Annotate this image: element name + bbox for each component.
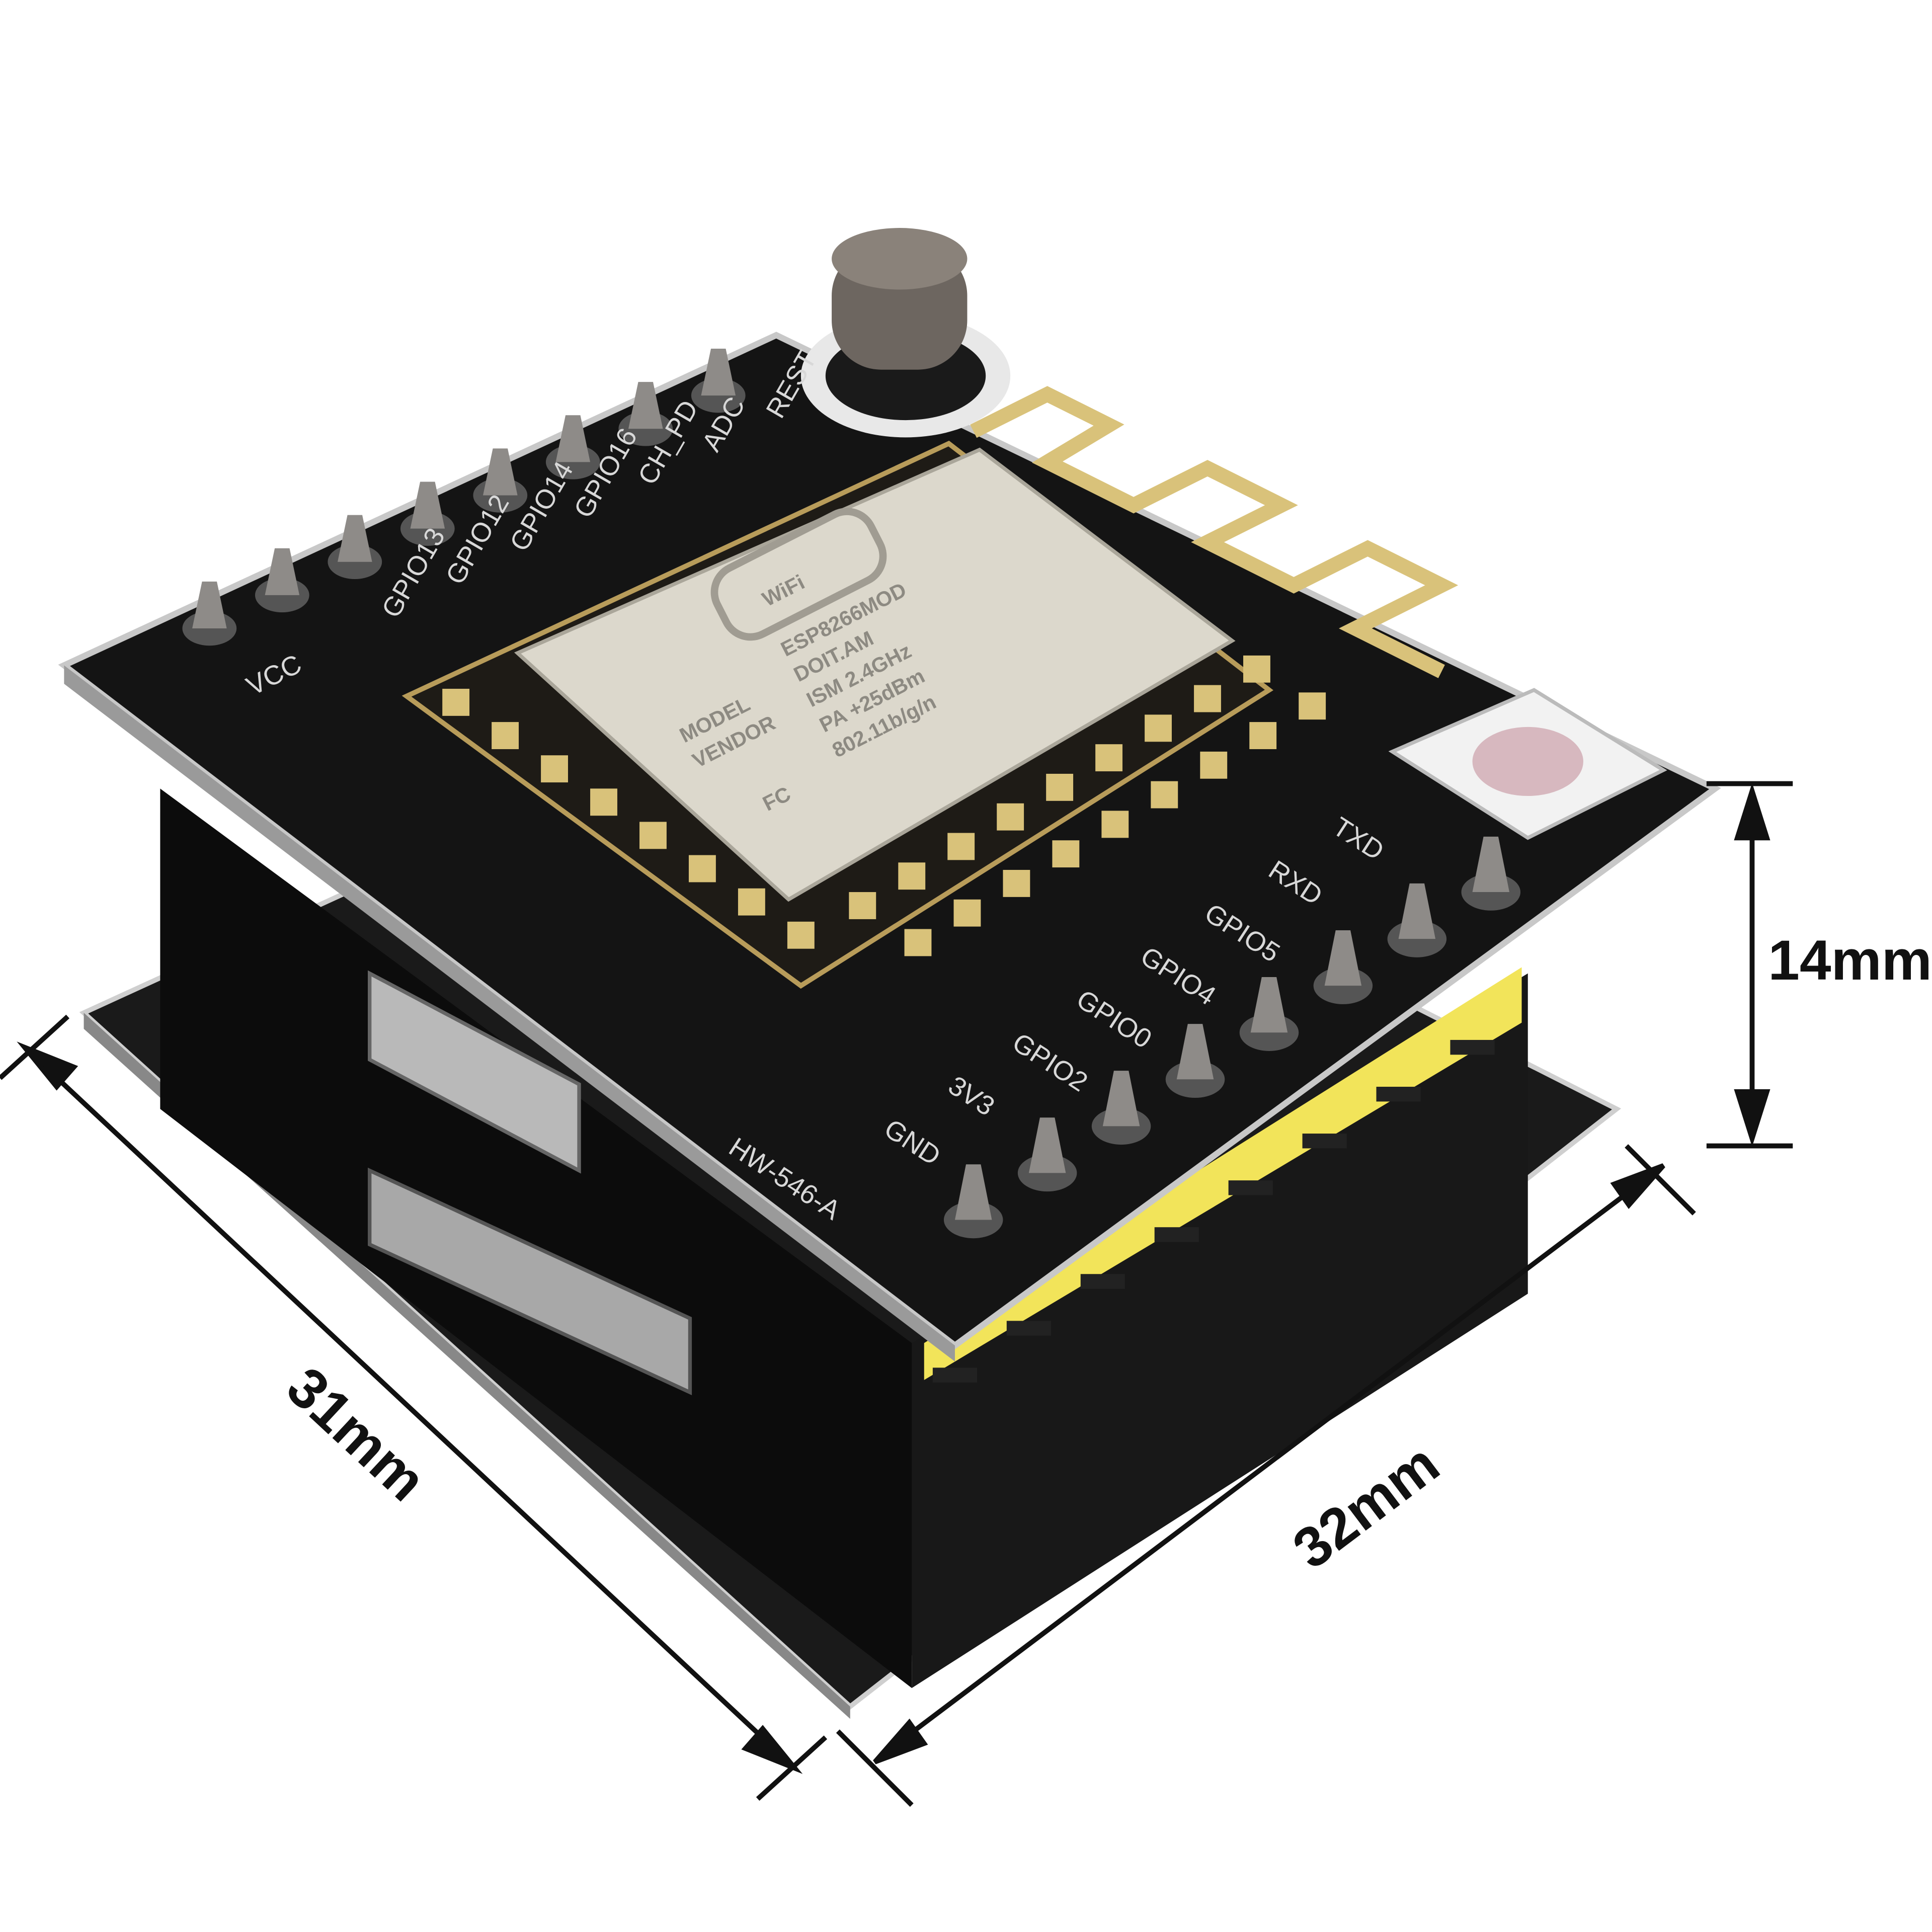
header-slot	[1228, 1180, 1273, 1195]
header-pin	[1239, 977, 1299, 1051]
header-pin	[545, 415, 600, 479]
solder-pad	[1101, 811, 1129, 838]
header-slot	[1006, 1321, 1051, 1336]
header-pin	[400, 481, 455, 546]
header-pin	[1091, 1071, 1151, 1145]
width-label: 32mm	[1281, 1431, 1451, 1581]
solder-pad	[1003, 869, 1030, 897]
header-slot	[1450, 1039, 1495, 1055]
top-pcb-edge	[64, 665, 955, 1362]
solder-pad	[787, 921, 815, 949]
solder-pad	[688, 855, 716, 882]
width-dimension	[836, 1144, 1696, 1807]
esp8266-module: WiFi ESP8266MOD DOIT.AM ISM 2.4GHz PA +2…	[514, 447, 1236, 902]
header-pin	[182, 581, 237, 646]
header-slot	[1302, 1134, 1347, 1149]
female-header	[924, 967, 1522, 1380]
solder-pad	[1194, 685, 1221, 712]
solder-pad	[997, 803, 1024, 831]
solder-pad	[849, 892, 876, 919]
solder-pad	[541, 755, 568, 783]
header-slot	[1154, 1227, 1199, 1242]
solder-pad	[590, 788, 617, 816]
header-pin	[618, 382, 673, 446]
solder-pad	[1095, 744, 1123, 772]
pcb-antenna	[970, 386, 1459, 678]
header-pin	[691, 349, 746, 413]
solder-pad	[904, 929, 932, 956]
header-pin	[1313, 930, 1373, 1004]
base-block	[160, 788, 912, 1688]
header-pin	[1165, 1024, 1225, 1098]
solder-pad	[1299, 692, 1326, 720]
solder-pad	[1200, 751, 1228, 779]
usb-port-top	[368, 970, 581, 1174]
header-slot	[932, 1367, 978, 1383]
header-slot	[1080, 1274, 1125, 1289]
header-slot	[1376, 1087, 1421, 1102]
header-pin	[255, 548, 309, 613]
solder-pad	[1052, 840, 1080, 868]
header-pin	[1017, 1117, 1077, 1192]
solder-pad	[442, 688, 470, 716]
solder-pad	[1151, 781, 1178, 809]
light-sensor-ldr	[800, 228, 1011, 438]
solder-pad	[738, 888, 765, 916]
header-pin	[328, 515, 382, 580]
solder-pad	[639, 822, 667, 849]
header-pin	[473, 448, 528, 513]
rgb-led	[1388, 688, 1667, 840]
solder-pad	[492, 722, 519, 749]
depth-dimension	[0, 1014, 828, 1801]
solder-pad	[953, 899, 981, 927]
solder-pad	[1243, 655, 1270, 683]
solder-pad	[1249, 722, 1277, 749]
solder-pad	[947, 833, 975, 860]
solder-pad	[898, 862, 926, 890]
header-pin	[1387, 883, 1447, 957]
solder-pad	[1145, 714, 1172, 742]
depth-label: 31mm	[275, 1355, 438, 1513]
header-pin	[943, 1164, 1003, 1239]
base-block-side	[912, 973, 1528, 1688]
solder-pad	[1046, 773, 1074, 801]
height-label: 14mm	[1768, 928, 1932, 992]
header-pin	[1461, 836, 1521, 911]
usb-port-bottom	[368, 1167, 692, 1396]
height-dimension	[1706, 781, 1793, 1149]
